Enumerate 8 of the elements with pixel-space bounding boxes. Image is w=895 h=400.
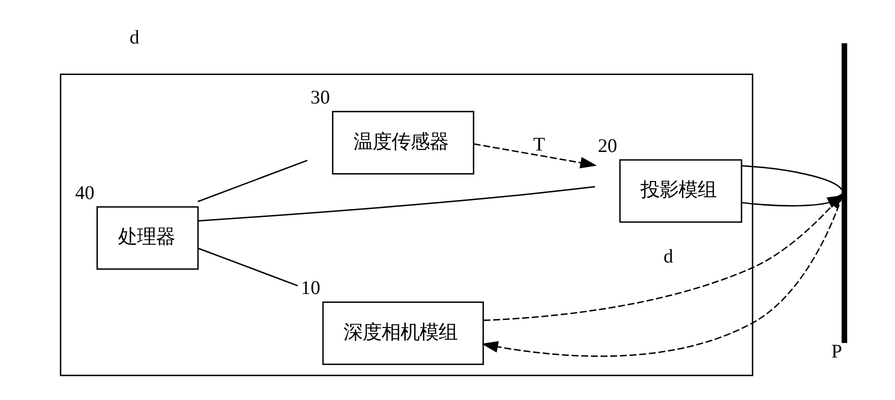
node-label: 10 xyxy=(300,278,320,300)
edge-label: T xyxy=(532,134,545,156)
node-label: 20 xyxy=(597,136,617,157)
edge-label: d xyxy=(662,246,673,268)
label: d xyxy=(129,28,139,49)
node-label: 40 xyxy=(74,182,94,204)
node-label: P xyxy=(830,342,842,363)
node-label: 30 xyxy=(310,88,330,109)
